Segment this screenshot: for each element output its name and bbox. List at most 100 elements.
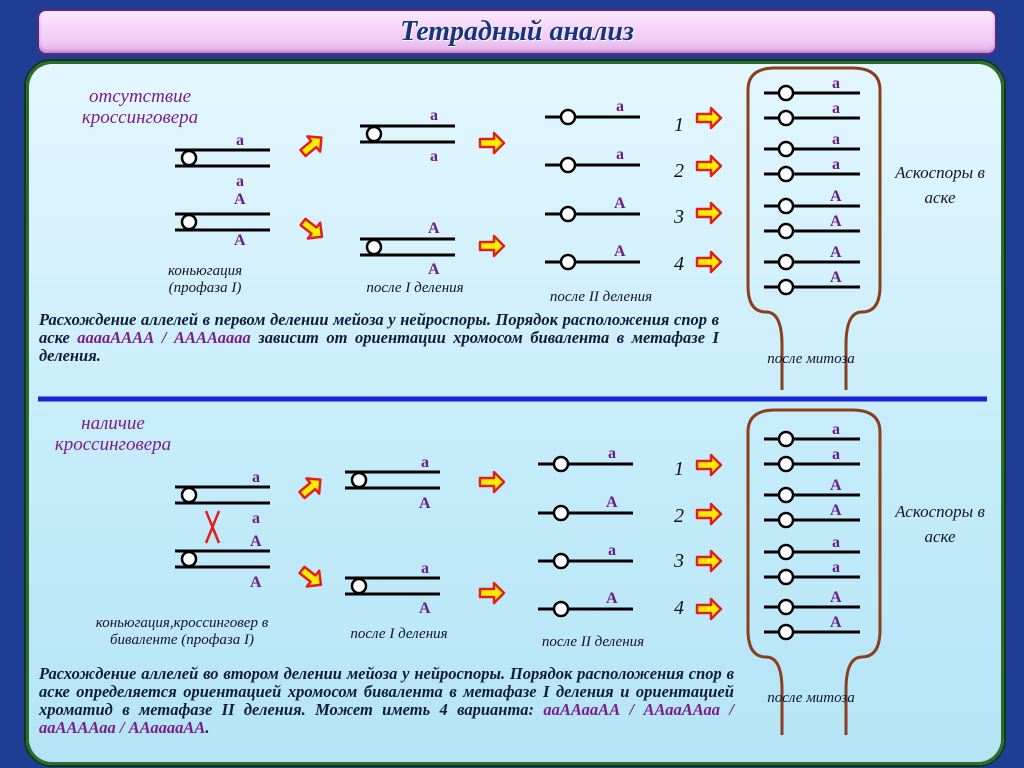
bottom-description: Расхождение аллелей во втором делении ме… <box>39 665 734 737</box>
arrow-right <box>695 453 723 477</box>
arrow-down-right <box>295 212 330 246</box>
top-description-end: зависит от ориентации хромосом бивалента… <box>39 328 719 365</box>
allele-label: a <box>421 454 429 471</box>
allele-label: A <box>419 600 431 617</box>
allele-label: A <box>250 574 262 591</box>
top-after-div2-chromatids: a a A A <box>545 98 640 271</box>
bottom-conj-line1: коньюгация,кроссинговер в <box>95 615 269 631</box>
allele-label: a <box>832 446 840 463</box>
allele-label: a <box>252 469 260 486</box>
allele-label: a <box>608 445 616 462</box>
top-after-div1-caption: после I деления <box>366 280 464 296</box>
allele-label: A <box>830 213 842 230</box>
bottom-after-div1-chromosomes: a A a A <box>345 454 440 617</box>
top-description: Расхождение аллелей в первом делении мей… <box>39 311 719 365</box>
bottom-after-mitosis-caption: после митоза <box>767 690 855 706</box>
top-after-div2-caption: после II деления <box>549 289 653 305</box>
bottom-description-end: . <box>205 718 210 737</box>
allele-label: A <box>606 494 618 511</box>
top-number-1: 1 <box>674 114 684 136</box>
bottom-heading-line1: наличие <box>81 413 145 434</box>
allele-label: a <box>832 421 840 438</box>
top-ascospores-line1: Аскоспоры в <box>895 163 985 182</box>
arrow-right <box>695 201 723 225</box>
bottom-number-2: 2 <box>674 505 684 527</box>
allele-label: a <box>430 148 438 165</box>
allele-label: a <box>832 75 840 92</box>
allele-label: A <box>830 614 842 631</box>
arrow-right <box>695 154 723 178</box>
allele-label: A <box>419 495 431 512</box>
top-after-div1-chromosomes: a a A A <box>360 107 455 278</box>
allele-label: a <box>616 98 624 115</box>
top-description-text: Расхождение аллелей в первом делении мей… <box>39 310 719 347</box>
bottom-number-3: 3 <box>674 550 684 572</box>
top-after-mitosis-caption: после митоза <box>767 351 855 367</box>
arrow-right <box>695 106 723 130</box>
allele-label: a <box>832 100 840 117</box>
arrow-right <box>478 234 506 258</box>
bottom-after-div2-caption: после II деления <box>541 634 645 650</box>
bottom-number-1: 1 <box>674 458 684 480</box>
top-number-4: 4 <box>674 253 684 275</box>
top-conjugation-bivalent: a a A A <box>175 132 270 249</box>
allele-label: A <box>606 590 618 607</box>
arrow-right <box>478 581 506 605</box>
allele-label: a <box>832 131 840 148</box>
allele-label: A <box>614 243 626 260</box>
bottom-ascospores-label: Аскоспоры в аске <box>876 499 1004 549</box>
top-number-2: 2 <box>674 160 684 182</box>
allele-label: A <box>830 502 842 519</box>
bottom-number-4: 4 <box>674 597 684 619</box>
title-bar: Тетрадный анализ <box>37 9 997 55</box>
ascus-spores-bottom: a a A A a a A A <box>764 421 860 641</box>
bottom-heading-line2: кроссинговера <box>54 434 172 455</box>
top-conj-line2: (профаза I) <box>168 280 242 296</box>
top-description-sequence: ааааАААА / ААААаааа <box>77 328 251 347</box>
top-heading-line1: отсутствие <box>88 86 191 107</box>
bottom-after-div2-chromatids: a A a A <box>538 445 633 618</box>
top-conjugation-caption: коньюгация (профаза I) <box>140 263 270 297</box>
top-heading: отсутствие кроссинговера <box>52 86 228 128</box>
bottom-heading: наличие кроссинговера <box>28 413 198 455</box>
ascus-spores-top: a a a a A A A A <box>764 75 860 296</box>
ascus-outline-bottom <box>746 408 882 735</box>
allele-label: A <box>830 188 842 205</box>
bottom-conjugation-bivalent: a a A A <box>175 469 270 591</box>
allele-label: a <box>252 510 260 527</box>
allele-label: a <box>430 107 438 124</box>
arrow-right <box>695 502 723 526</box>
allele-label: a <box>236 132 244 149</box>
arrow-right <box>478 131 506 155</box>
allele-label: a <box>832 156 840 173</box>
bottom-after-div1-caption: после I деления <box>350 626 448 642</box>
arrow-down-right <box>294 560 329 594</box>
top-number-3: 3 <box>674 206 684 228</box>
arrow-right <box>478 470 506 494</box>
top-conj-line1: коньюгация <box>167 263 243 279</box>
top-heading-line2: кроссинговера <box>81 107 199 128</box>
allele-label: A <box>250 533 262 550</box>
allele-label: a <box>236 173 244 190</box>
bottom-description-sequence: ааААааАА / ААааААаа / ааААААаа / ААааааА… <box>39 700 734 737</box>
arrow-up-right <box>295 128 330 162</box>
allele-label: A <box>234 191 246 208</box>
arrow-up-right <box>294 470 329 504</box>
bottom-ascospores-line2: аске <box>924 527 956 546</box>
bottom-description-text: Расхождение аллелей во втором делении ме… <box>39 664 734 719</box>
allele-label: A <box>830 244 842 261</box>
crossover-mark <box>204 510 221 544</box>
arrow-right <box>695 597 723 621</box>
allele-label: a <box>421 560 429 577</box>
allele-label: A <box>830 269 842 286</box>
bottom-ascospores-line1: Аскоспоры в <box>895 502 985 521</box>
page-title: Тетрадный анализ <box>400 16 634 47</box>
allele-label: a <box>608 542 616 559</box>
allele-label: A <box>234 232 246 249</box>
allele-label: A <box>428 220 440 237</box>
allele-label: a <box>616 146 624 163</box>
top-ascospores-line2: аске <box>924 188 956 207</box>
arrow-right <box>695 549 723 573</box>
allele-label: A <box>614 195 626 212</box>
